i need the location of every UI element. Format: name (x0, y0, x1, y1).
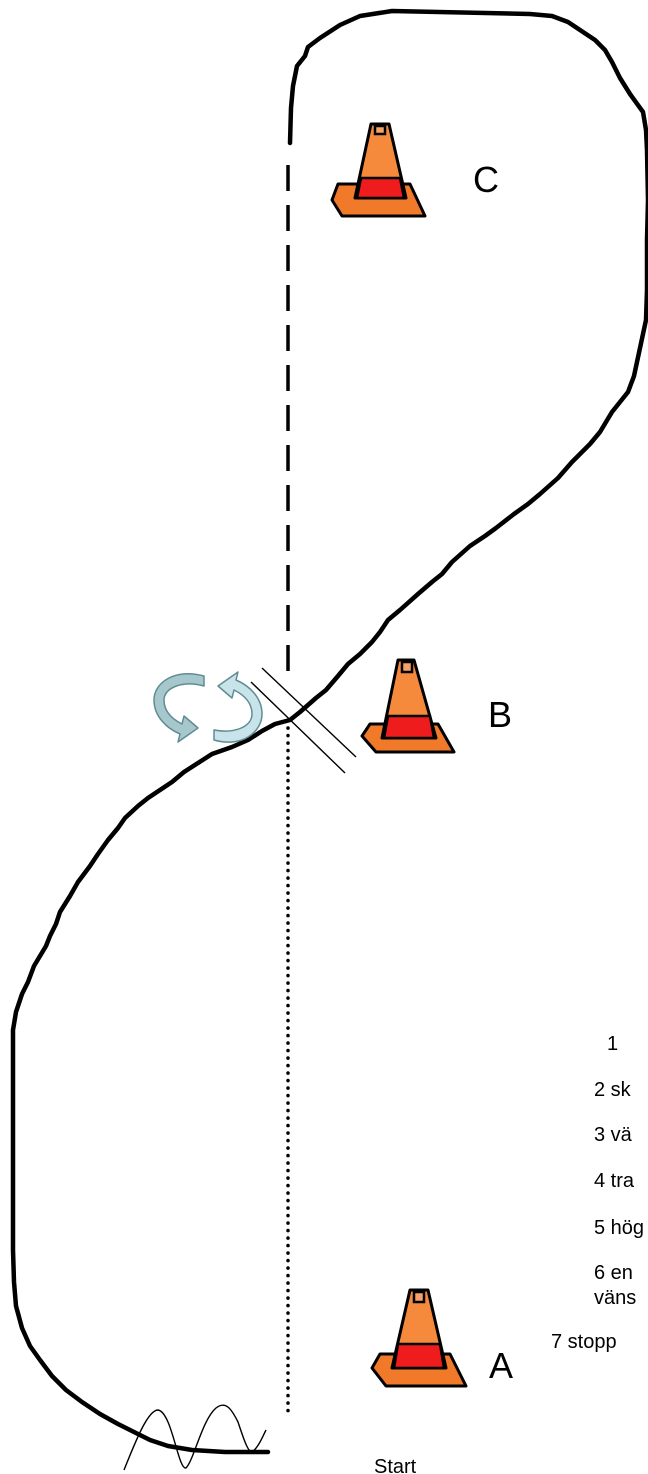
step-1: 1 (607, 1033, 618, 1055)
cone-a-label: A (489, 1345, 513, 1386)
rotation-arrow-right (213, 671, 263, 743)
step-3: 3 vä (594, 1124, 633, 1146)
cone-b-label: B (488, 694, 512, 735)
course-path (10, 8, 648, 1455)
cone-a (370, 1288, 468, 1388)
cone-c-label: C (473, 159, 499, 200)
start-scribble (123, 1404, 267, 1471)
cone-b (360, 658, 456, 754)
step-6: 6 en (594, 1262, 633, 1284)
crossing-line-2 (250, 681, 346, 774)
step-7: 7 stopp (551, 1331, 617, 1353)
step-4: 4 tra (594, 1170, 635, 1192)
cone-c (330, 122, 427, 218)
step-list: 1 2 sk 3 vä 4 tra 5 hög 6 en väns 7 stop… (551, 1033, 644, 1353)
crossing-line-1 (261, 667, 357, 758)
rotation-arrows-icon (153, 671, 263, 743)
rotation-arrow-left (153, 672, 205, 743)
start-label: Start (374, 1456, 417, 1474)
step-5: 5 hög (594, 1217, 644, 1239)
step-6-cont: väns (594, 1287, 636, 1309)
step-2: 2 sk (594, 1079, 632, 1101)
